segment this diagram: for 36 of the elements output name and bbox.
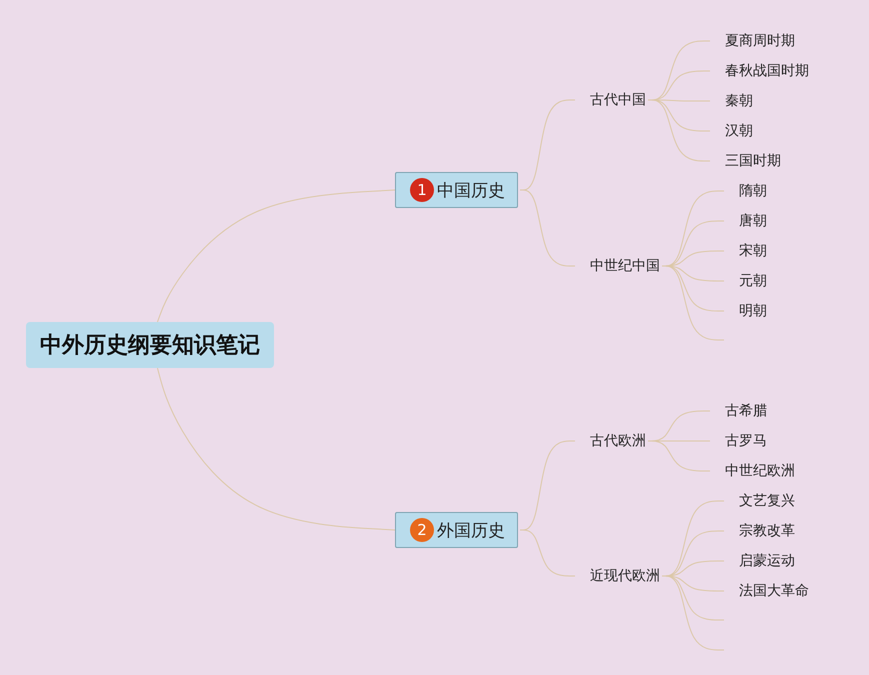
leaf-topic-text: 三国时期 — [710, 149, 781, 173]
branch-line — [648, 100, 710, 162]
leaf-topic-text: 春秋战国时期 — [710, 59, 809, 83]
leaf-topic-text: 元朝 — [724, 269, 767, 293]
number-badge: 2 — [410, 518, 434, 542]
leaf-topic-text: 明朝 — [724, 299, 767, 323]
leaf-topic-text: 文艺复兴 — [724, 489, 795, 513]
leaf-topic-text: 隋朝 — [724, 179, 767, 203]
leaf-topic-text: 汉朝 — [710, 119, 753, 143]
leaf-topic-text: 秦朝 — [710, 89, 753, 113]
subtopic-text: 古代欧洲 — [575, 429, 646, 453]
leaf-topic-text: 宋朝 — [724, 239, 767, 263]
leaf-topic-text: 唐朝 — [724, 209, 767, 233]
branch-line — [662, 266, 724, 340]
topic-label: 中国历史 — [437, 180, 505, 202]
branch-line — [648, 440, 710, 472]
branch-line — [520, 190, 576, 266]
topic-label: 外国历史 — [437, 520, 505, 542]
leaf-topic-text: 启蒙运动 — [724, 549, 795, 573]
branch-line — [156, 368, 396, 530]
leaf-topic-text: 宗教改革 — [724, 519, 795, 543]
branch-line — [520, 530, 576, 576]
leaf-topic-text: 古希腊 — [710, 399, 767, 423]
number-badge: 1 — [410, 178, 434, 202]
leaf-topic-text: 古罗马 — [710, 429, 767, 453]
leaf-topic-text: 夏商周时期 — [710, 29, 795, 53]
subtopic-text: 近现代欧洲 — [575, 564, 660, 588]
branch-line — [662, 576, 724, 650]
central-topic: 中外历史纲要知识笔记 — [26, 322, 274, 368]
leaf-topic-text: 中世纪欧洲 — [710, 459, 795, 483]
leaf-topic-text: 法国大革命 — [724, 579, 809, 603]
main-topic-box — [395, 172, 518, 208]
subtopic-text: 中世纪中国 — [575, 254, 660, 278]
subtopic-text: 古代中国 — [575, 88, 646, 112]
branch-line — [156, 190, 396, 322]
main-topic-box — [395, 512, 518, 548]
